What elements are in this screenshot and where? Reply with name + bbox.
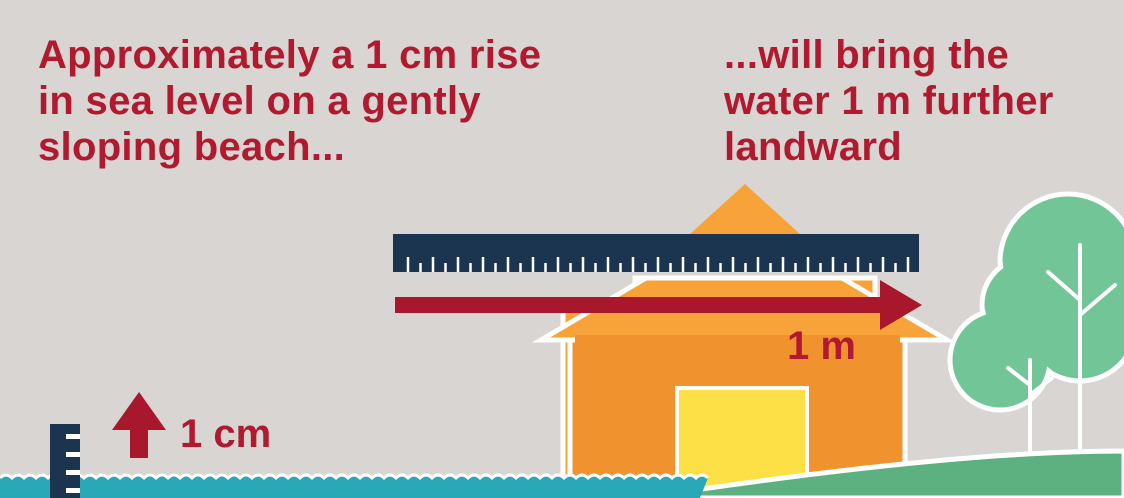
caption-left: Approximately a 1 cm rise in sea level o… <box>38 33 542 169</box>
house-icon <box>531 184 957 498</box>
right-arrow-icon <box>395 280 922 330</box>
wave-icon <box>0 473 710 498</box>
caption-right: ...will bring the water 1 m further land… <box>724 33 1054 169</box>
tide-gauge-icon <box>50 424 80 498</box>
house-gable <box>690 184 800 234</box>
tree-icon <box>947 191 1124 472</box>
up-arrow-icon <box>112 392 166 458</box>
rise-label: 1 cm <box>180 412 272 456</box>
ground-hill <box>639 448 1124 498</box>
distance-label: 1 m <box>787 324 856 368</box>
ruler-icon <box>393 234 919 272</box>
